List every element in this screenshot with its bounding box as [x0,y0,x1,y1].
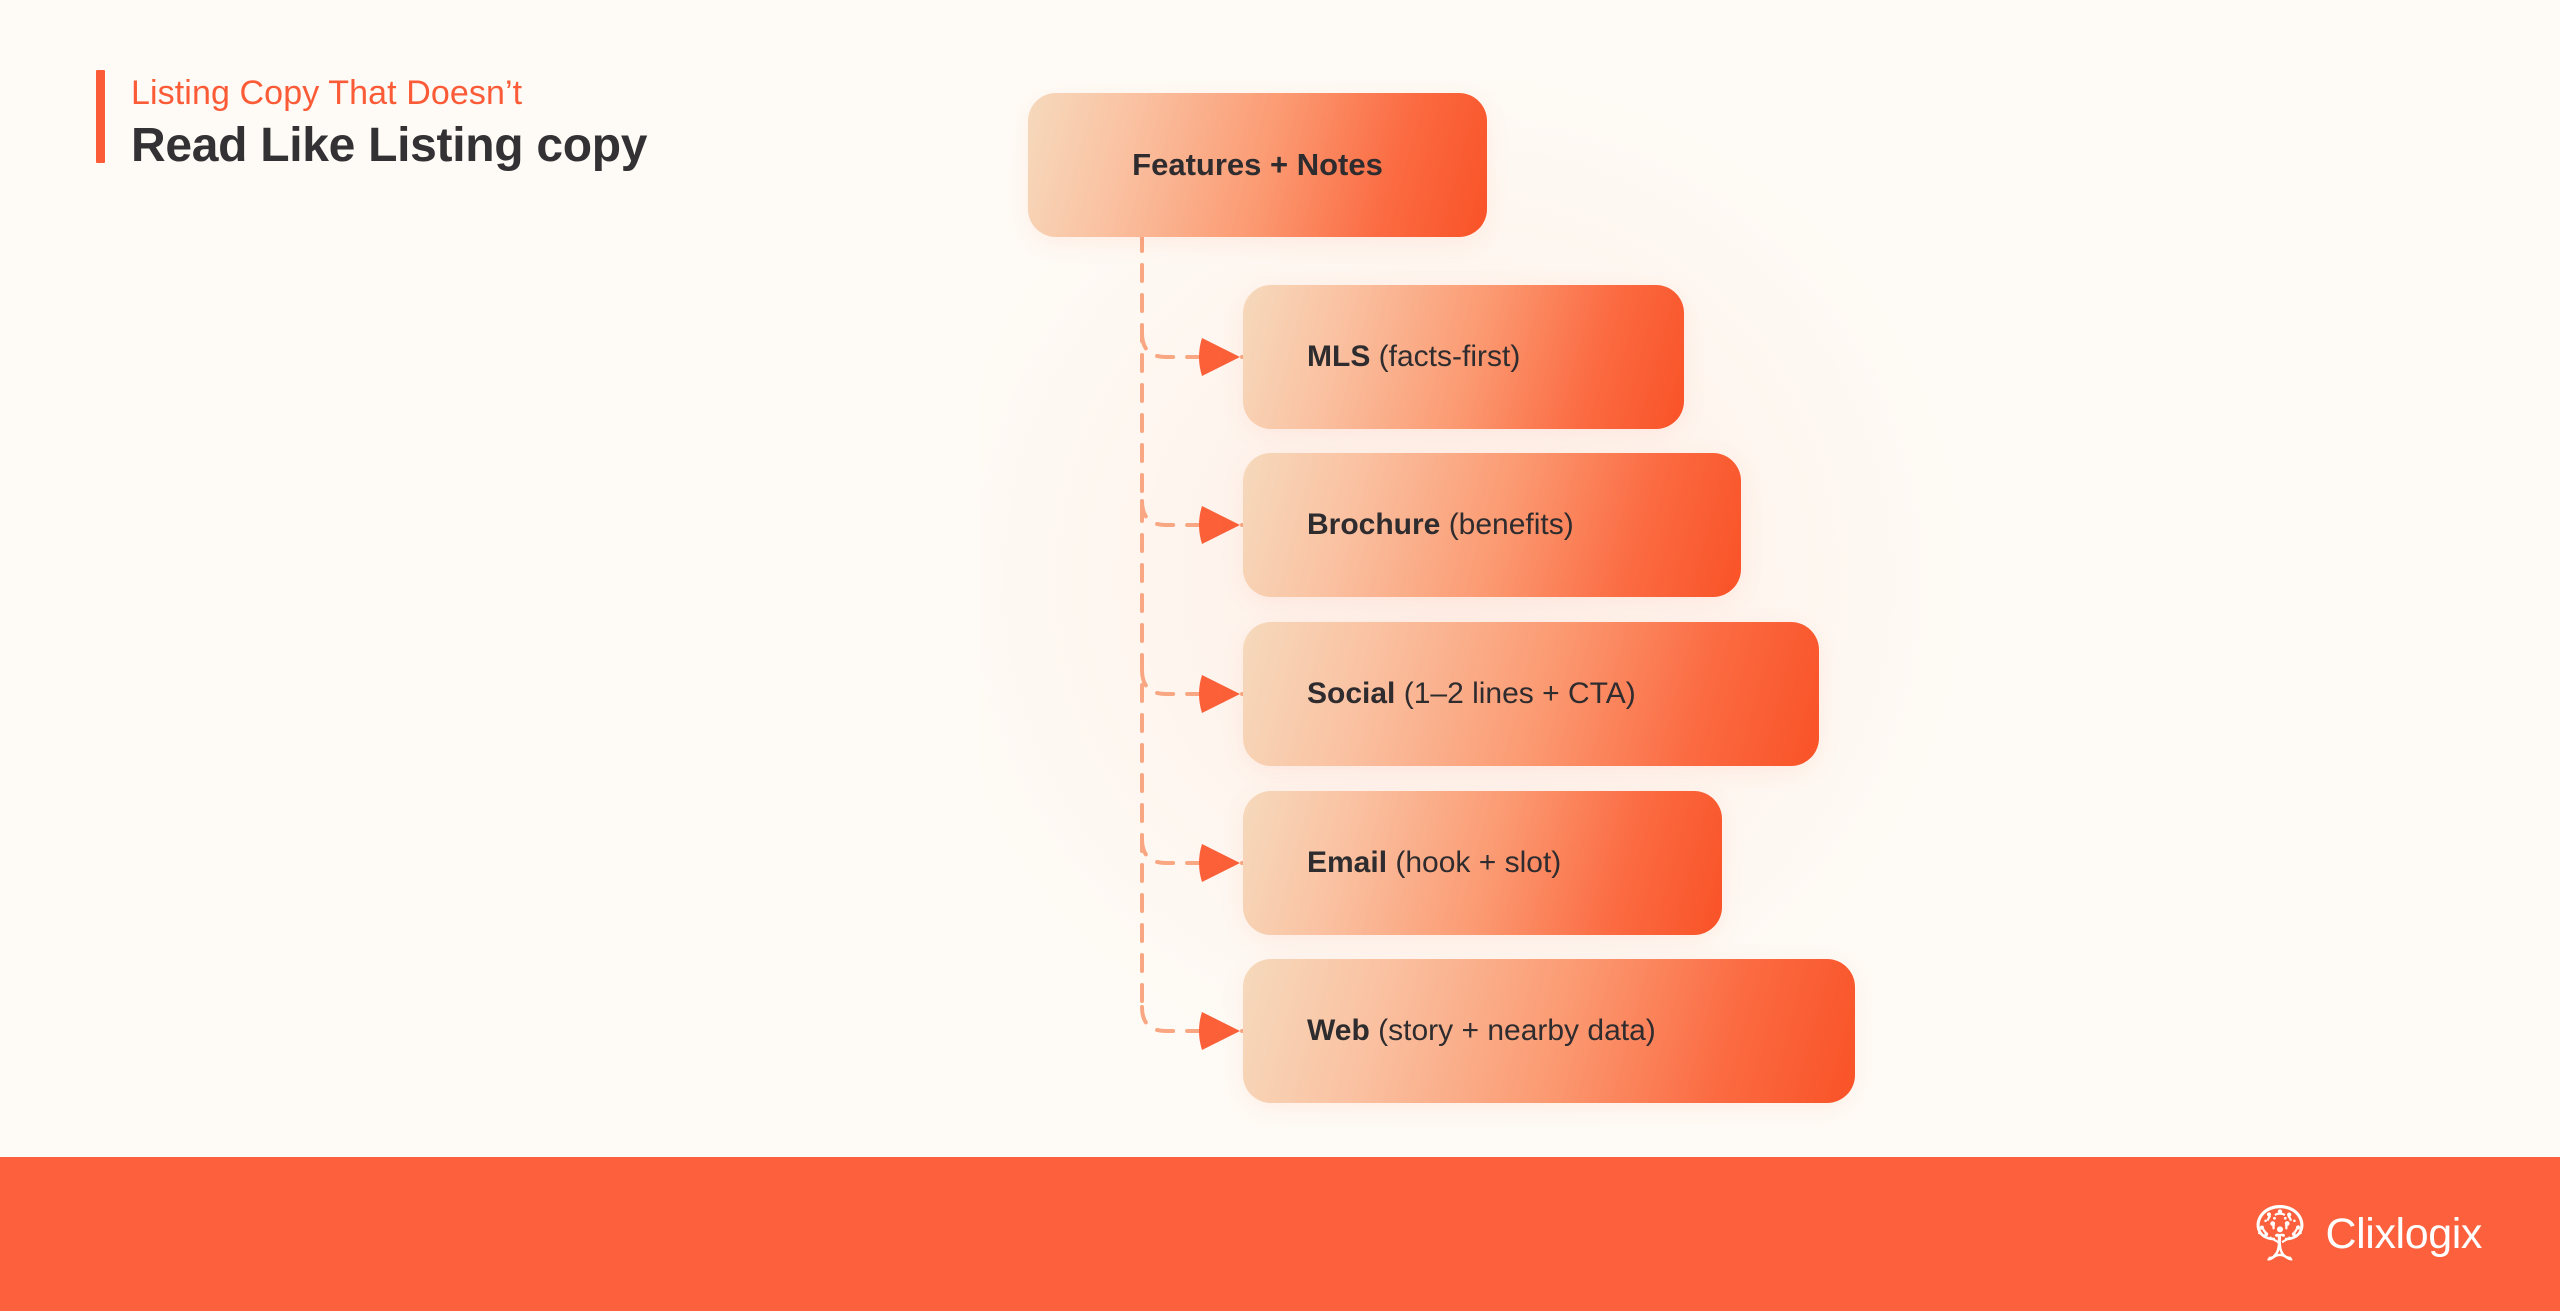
brand-name: Clixlogix [2325,1210,2483,1258]
node-label: Social (1–2 lines + CTA) [1307,675,1636,713]
node-label-bold: Social [1307,677,1396,710]
arrowhead-icon [1199,1012,1240,1050]
arrowhead-icon [1199,338,1240,376]
tree-icon [2256,1205,2303,1261]
page-title: Read Like Listing copy [131,119,648,172]
node-label-rest: (benefits) [1440,508,1574,541]
brand-logo[interactable]: Clixlogix [2248,1202,2483,1266]
node-brochure[interactable]: Brochure (benefits) [1242,452,1742,598]
flowchart: Features + Notes MLS (facts-first) Broch… [1027,92,1950,1115]
node-label-rest: (hook + slot) [1387,846,1562,879]
accent-bar [96,70,105,163]
node-label-rest: (story + nearby data) [1369,1014,1656,1047]
node-label-bold: Brochure [1307,508,1441,541]
arrowhead-icon [1199,844,1240,882]
node-label-bold: MLS [1307,340,1371,373]
node-features-notes[interactable]: Features + Notes [1027,92,1488,238]
page-header: Listing Copy That Doesn’t Read Like List… [96,70,647,176]
arrowhead-icon [1199,675,1240,713]
footer-bar: Clixlogix [0,1157,2560,1311]
node-label: Brochure (benefits) [1307,506,1574,544]
node-label: Web (story + nearby data) [1307,1012,1656,1050]
node-web[interactable]: Web (story + nearby data) [1242,958,1856,1104]
header-text-group: Listing Copy That Doesn’t Read Like List… [131,70,647,176]
node-social[interactable]: Social (1–2 lines + CTA) [1242,621,1820,767]
node-label-rest: (facts-first) [1370,340,1521,373]
node-label-bold: Web [1307,1014,1370,1047]
eyebrow-text: Listing Copy That Doesn’t [131,74,523,112]
node-mls[interactable]: MLS (facts-first) [1242,284,1685,430]
node-label: Features + Notes [1132,147,1383,182]
node-email[interactable]: Email (hook + slot) [1242,790,1723,936]
node-label: Email (hook + slot) [1307,844,1561,882]
node-label: MLS (facts-first) [1307,338,1520,376]
node-label-rest: (1–2 lines + CTA) [1395,677,1636,710]
arrowhead-icon [1199,506,1240,544]
node-label-bold: Email [1307,846,1388,879]
